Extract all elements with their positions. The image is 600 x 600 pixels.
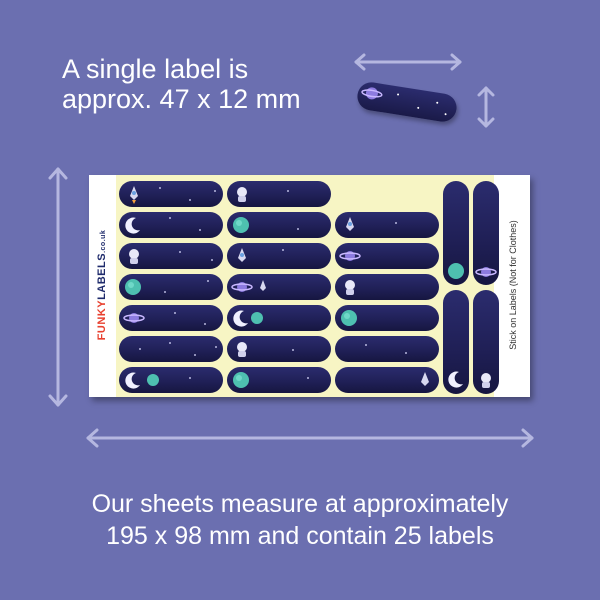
label-6 (119, 336, 223, 362)
planet-icon (341, 310, 357, 326)
label-16 (335, 243, 439, 269)
label-11 (227, 274, 331, 300)
rocket-icon (260, 280, 266, 291)
label-3 (119, 243, 223, 269)
rocket-icon (346, 217, 354, 231)
label-15 (335, 212, 439, 238)
rocket-icon (130, 186, 138, 204)
rocket-icon (421, 372, 429, 386)
label-21 (443, 181, 469, 285)
astronaut-icon (345, 280, 355, 295)
planet-icon (233, 372, 249, 388)
label-18 (335, 305, 439, 331)
planet-icon (125, 279, 141, 295)
planet-icon (251, 312, 263, 324)
brand-part-2: LABELS (96, 252, 108, 300)
astronaut-icon (237, 187, 247, 202)
saturn-icon (123, 313, 145, 323)
saturn-icon (231, 282, 253, 292)
sheet-size-caption: Our sheets measure at approximately 195 … (0, 488, 600, 552)
sheet-label-area (116, 175, 499, 397)
brand-strip: FUNKYLABELS.co.uk (89, 175, 116, 397)
label-17 (335, 274, 439, 300)
label-9 (227, 212, 331, 238)
label-8 (227, 181, 331, 207)
width-arrow-icon (354, 53, 462, 71)
label-10 (227, 243, 331, 269)
single-label-sample (355, 80, 459, 124)
label-14 (227, 367, 331, 393)
saturn-icon (361, 87, 447, 116)
label-23 (443, 290, 469, 394)
planet-icon (147, 374, 159, 386)
caption-line-2: approx. 47 x 12 mm (62, 84, 301, 114)
footer-line-1: Our sheets measure at approximately (91, 490, 509, 518)
astronaut-icon (237, 342, 247, 357)
saturn-icon (475, 267, 497, 277)
sheet-height-arrow-icon (48, 167, 68, 407)
height-arrow-icon (477, 86, 495, 128)
moon-icon (125, 217, 140, 234)
label-4 (119, 274, 223, 300)
rocket-icon (238, 248, 246, 262)
moon-icon (125, 372, 140, 389)
moon-icon (448, 371, 463, 388)
moon-icon (233, 310, 248, 327)
side-note: Stick on Labels (Not for Clothes) (508, 220, 518, 350)
single-label-caption: A single label is approx. 47 x 12 mm (62, 54, 301, 114)
label-sheet: FUNKYLABELS.co.uk (89, 175, 530, 397)
brand-part-1: FUNKY (96, 299, 108, 341)
label-20 (335, 367, 439, 393)
label-12 (227, 305, 331, 331)
label-1 (119, 181, 223, 207)
astronaut-icon (481, 373, 491, 388)
planet-icon (233, 217, 249, 233)
saturn-icon (339, 251, 361, 261)
caption-line-1: A single label is (62, 54, 249, 84)
sheet-width-arrow-icon (86, 428, 534, 448)
label-5 (119, 305, 223, 331)
astronaut-icon (129, 249, 139, 264)
label-7 (119, 367, 223, 393)
label-19 (335, 336, 439, 362)
brand-logo: FUNKYLABELS.co.uk (96, 230, 108, 341)
label-2 (119, 212, 223, 238)
planet-icon (448, 263, 464, 279)
label-13 (227, 336, 331, 362)
label-22 (473, 181, 499, 285)
footer-line-2: 195 x 98 mm and contain 25 labels (106, 522, 494, 550)
brand-part-3: .co.uk (100, 229, 107, 253)
label-24 (473, 290, 499, 394)
